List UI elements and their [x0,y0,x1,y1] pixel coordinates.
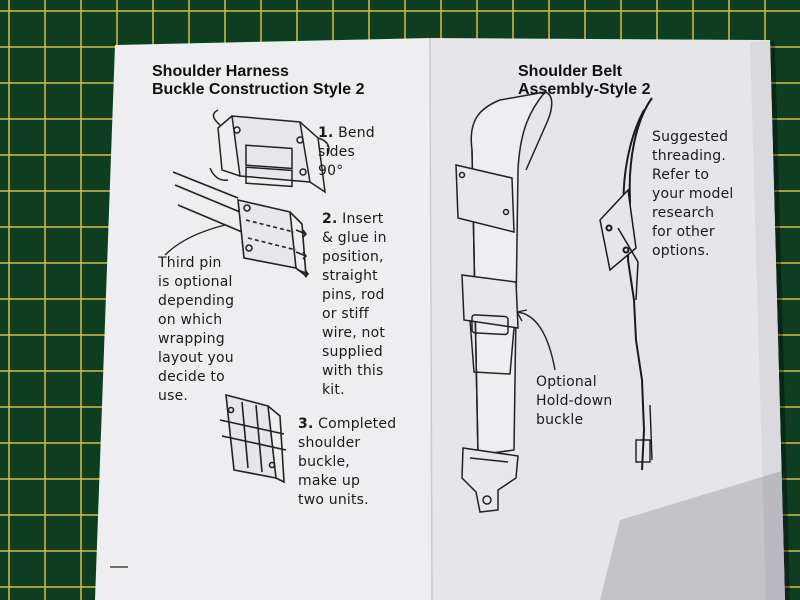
step3-number: 3. [298,416,314,432]
buckle-step2-drawing [172,171,310,278]
left-page [95,38,432,600]
step2-instruction: 2. Insert & glue in position, straight p… [322,210,387,400]
right-page [430,38,785,600]
third-pin-leader [164,224,226,256]
third-pin-note: Third pin is optional depending on which… [158,255,235,404]
step3-instruction: 3. Completed shoulder buckle, make up tw… [298,415,396,510]
step3-text: Completed shoulder buckle, make up two u… [298,416,397,508]
left-panel-title: Shoulder Harness Buckle Construction Sty… [152,63,365,98]
holddown-note: Optional Hold-down buckle [536,374,613,428]
step2-text: Insert & glue in position, straight pins… [322,211,387,398]
holddown-leader [516,311,556,371]
step1-text: Bend sides 90° [318,125,375,179]
step1-instruction: 1. Bend sides 90° [318,124,375,181]
belt-assembly-drawing [455,90,553,513]
step1-number: 1. [318,125,334,141]
page-shadow-corner [600,470,790,600]
page-fold [429,37,433,600]
threading-drawing [599,97,653,471]
page-edge [750,40,785,600]
right-panel-title: Shoulder Belt Assembly-Style 2 [518,63,651,98]
threading-note: Suggested threading. Refer to your model… [652,129,734,259]
step2-number: 2. [322,211,338,227]
holddown-arrowhead [516,309,528,322]
buckle-step1-drawing [209,109,330,194]
buckle-step3-drawing [219,393,287,484]
